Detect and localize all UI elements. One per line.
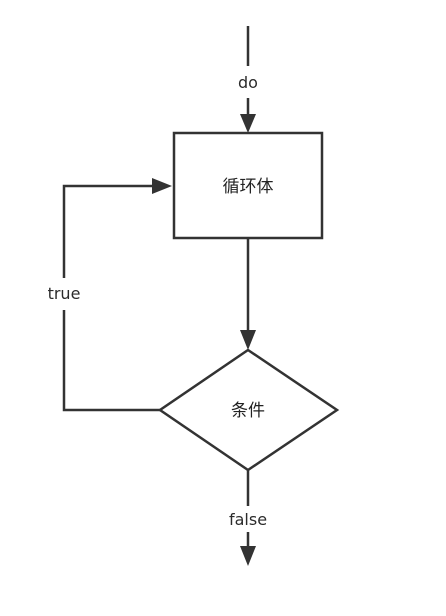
- entry-label: do: [238, 73, 258, 92]
- condition-node: 条件: [157, 348, 340, 472]
- entry-edge: [240, 26, 256, 133]
- exit-edge: [240, 470, 256, 566]
- body-to-condition-edge: [240, 238, 256, 350]
- condition-label: 条件: [231, 401, 265, 421]
- loop-body-label: 循环体: [223, 177, 274, 197]
- exit-label: false: [229, 510, 267, 529]
- loop-back-arrowhead: [152, 178, 172, 194]
- exit-arrowhead: [240, 546, 256, 566]
- loop-body-node: 循环体: [172, 131, 324, 240]
- loop-back-edge: [62, 178, 172, 412]
- entry-arrowhead: [240, 114, 256, 133]
- condition-arrowhead: [240, 330, 256, 350]
- loop-back-label: true: [48, 284, 81, 303]
